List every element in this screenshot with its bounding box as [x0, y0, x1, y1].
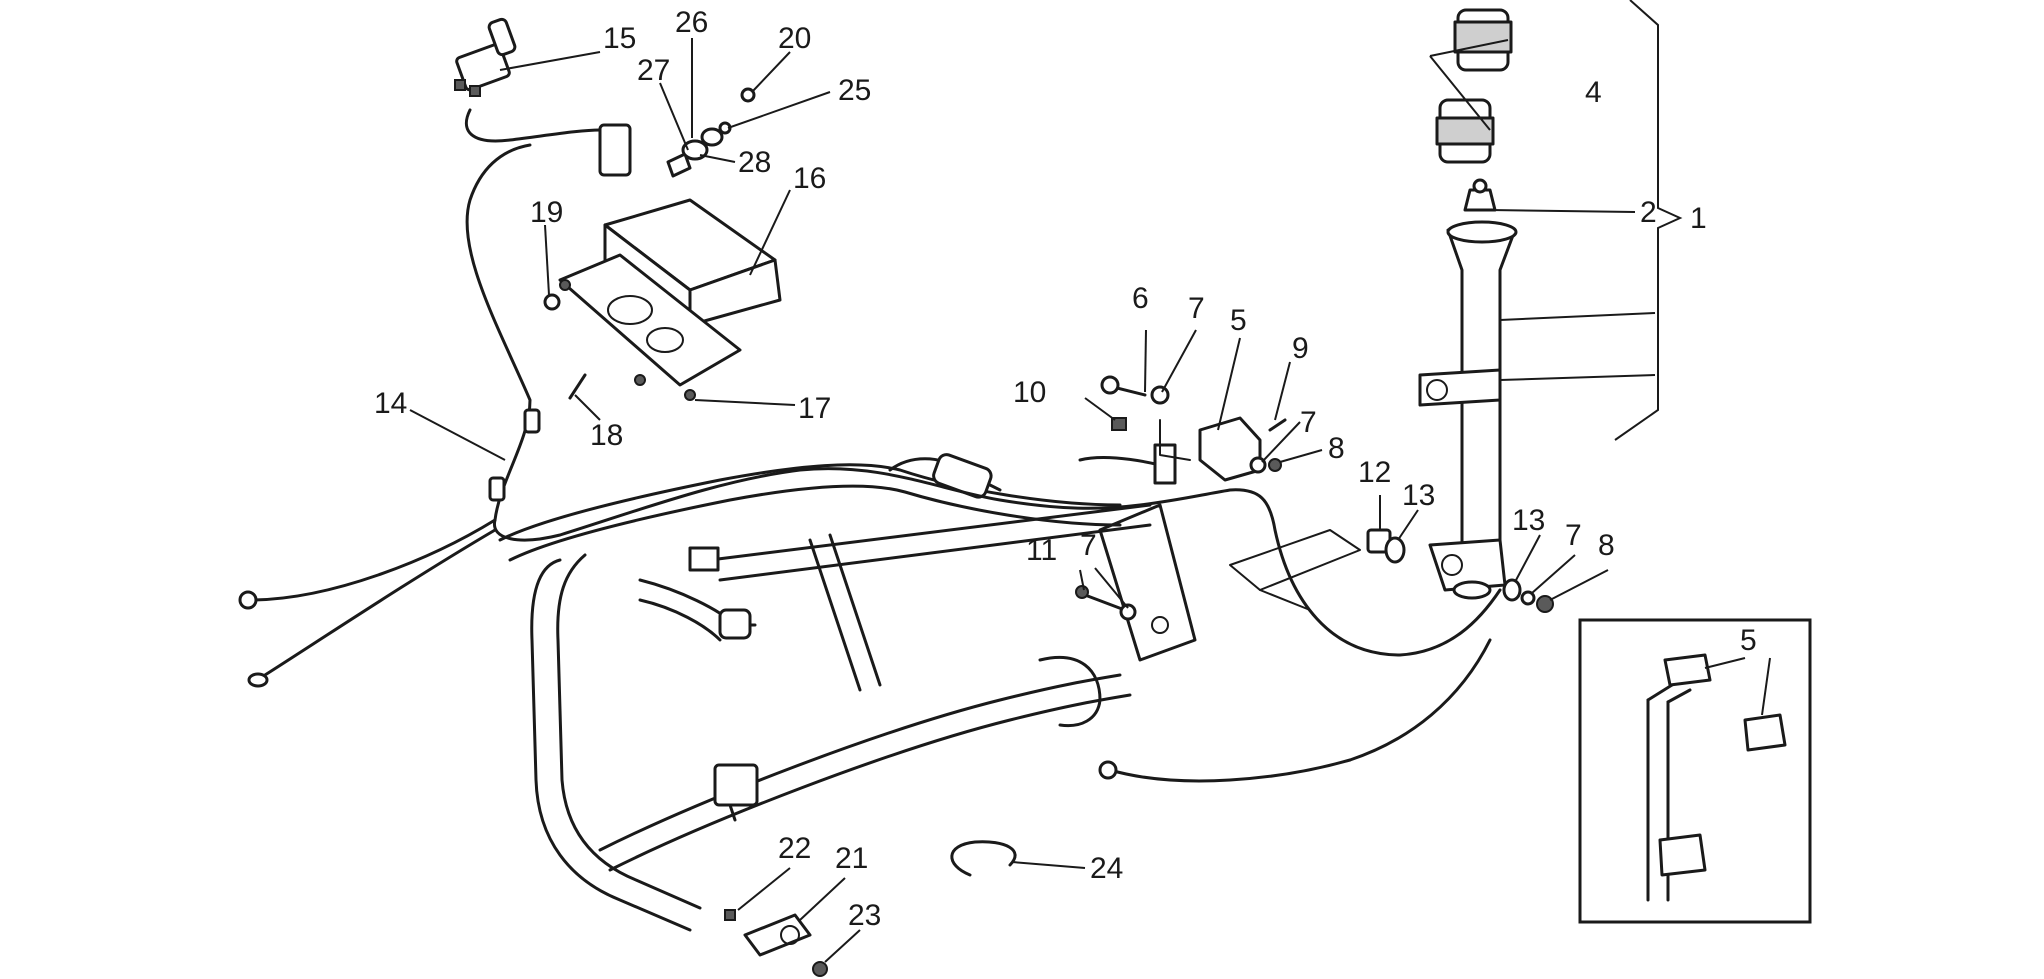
callout-23: 23: [848, 899, 881, 932]
inset-detail: [1578, 618, 1812, 924]
callout-13a: 13: [1402, 479, 1435, 512]
callout-8a: 8: [1328, 432, 1345, 465]
callout-20: 20: [778, 22, 811, 55]
callout-24: 24: [1090, 852, 1123, 885]
callout-26: 26: [675, 6, 708, 39]
bracket-5: [1075, 375, 1287, 621]
callout-16: 16: [793, 162, 826, 195]
callout-25: 25: [838, 74, 871, 107]
rear-assembly: [1366, 8, 1656, 613]
group-bracket: [1614, 0, 1683, 441]
callout-4: 4: [1585, 76, 1602, 109]
callout-13b: 13: [1512, 504, 1545, 537]
callout-27: 27: [637, 54, 670, 87]
callout-28: 28: [738, 146, 771, 179]
callout-11: 11: [1026, 534, 1057, 567]
circlip-24: [950, 840, 1017, 877]
clamp-21-23: [724, 909, 828, 977]
callout-21: 21: [835, 842, 868, 875]
callout-labels: 15 26 20 27 25 28 16 19 17 18 14 4 2 1 6…: [374, 6, 1757, 932]
screw-18: [568, 373, 587, 400]
callout-22: 22: [778, 832, 811, 865]
callout-18: 18: [590, 419, 623, 452]
callout-8b: 8: [1598, 529, 1615, 562]
callout-6: 6: [1132, 282, 1149, 315]
callout-15: 15: [603, 22, 636, 55]
callout-19: 19: [530, 196, 563, 229]
callout-17: 17: [798, 392, 831, 425]
callout-5: 5: [1230, 304, 1247, 337]
washer-19: [543, 293, 561, 311]
callout-14: 14: [374, 387, 407, 420]
callout-10: 10: [1013, 376, 1046, 409]
callout-7a: 7: [1188, 292, 1205, 325]
callout-7d: 7: [1565, 519, 1582, 552]
toggle-switch: [454, 17, 632, 177]
callout-1: 1: [1690, 202, 1707, 235]
wiring-harness: [238, 143, 1502, 783]
callout-5b: 5: [1740, 624, 1757, 657]
hardware-25-28: [666, 87, 756, 178]
callout-9: 9: [1292, 332, 1309, 365]
control-box: [558, 198, 782, 401]
leader-lines: [409, 38, 1771, 963]
main-frame: [498, 443, 1361, 932]
callout-12: 12: [1358, 456, 1391, 489]
callout-2: 2: [1640, 196, 1657, 229]
callout-7b: 7: [1300, 406, 1317, 439]
callout-7c: 7: [1080, 529, 1097, 562]
